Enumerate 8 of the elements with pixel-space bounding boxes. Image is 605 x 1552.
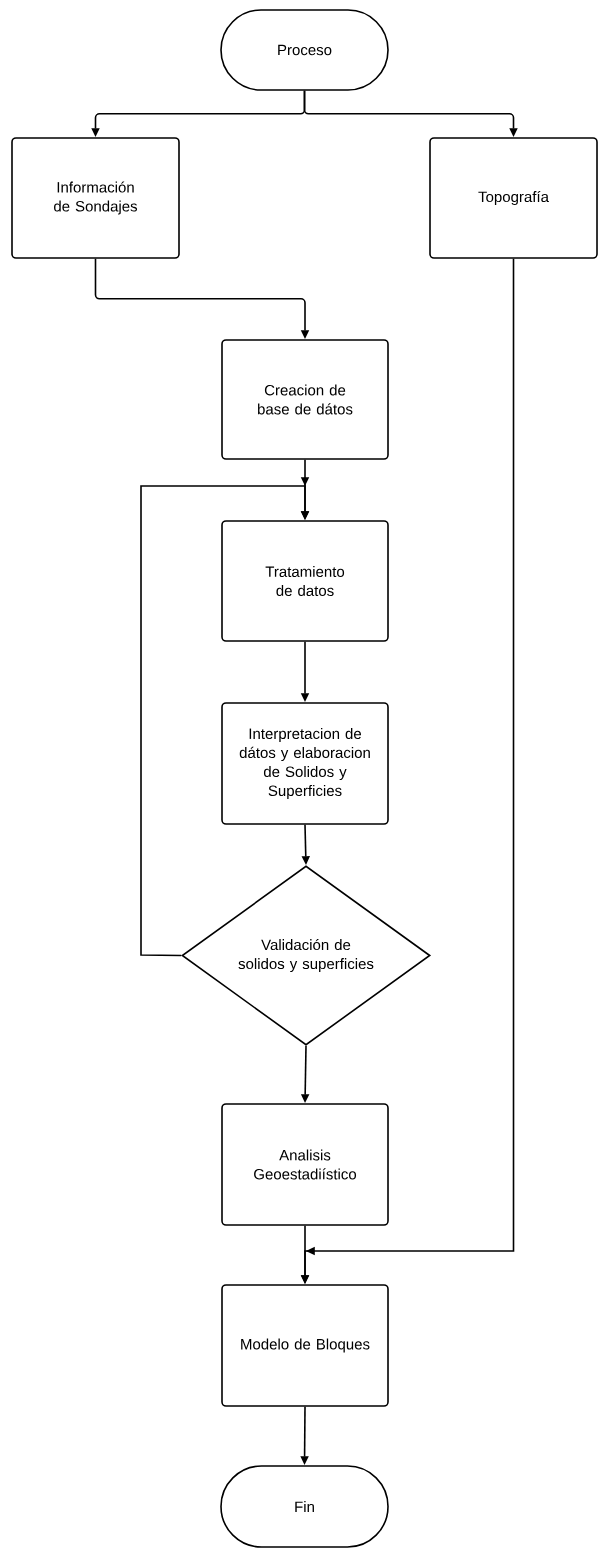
- process-box: Tratamiento de datos: [221, 520, 389, 642]
- process-box: Analisis Geoestadiístico: [221, 1103, 389, 1226]
- process-box: Modelo de Bloques: [221, 1284, 389, 1407]
- arrow: [140, 477, 310, 957]
- process-box: Información de Sondajes: [11, 137, 180, 259]
- process-box: Topografía: [429, 137, 598, 259]
- process-box: Interpretacion de dátos y elaboracion de Solidos y Superficies: [221, 702, 389, 825]
- process-box: Creacion de base de dátos: [221, 339, 389, 460]
